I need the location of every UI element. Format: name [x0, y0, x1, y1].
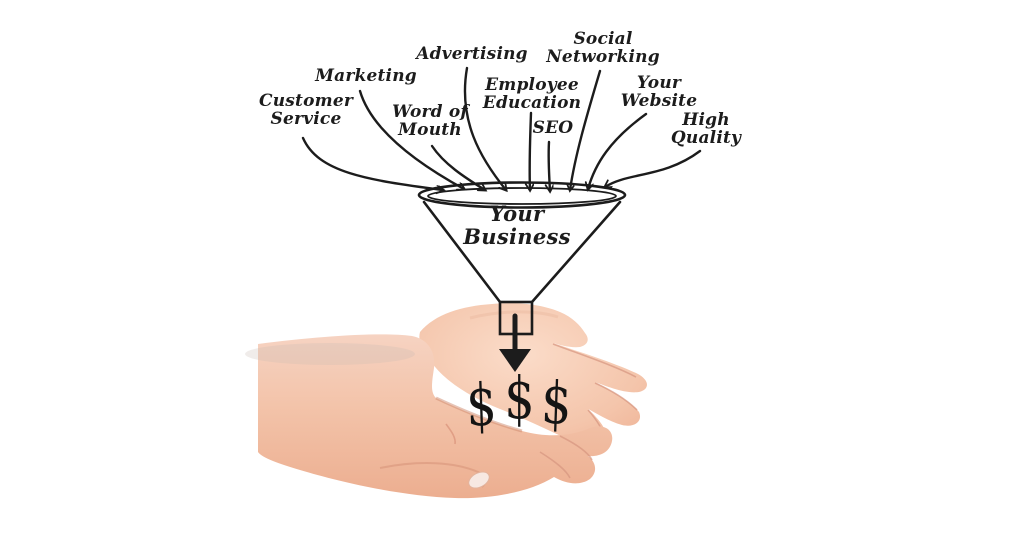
label-marketing: Marketing	[315, 66, 417, 86]
label-employee-education: Employee Education	[482, 75, 582, 113]
forearm-shadow	[245, 343, 415, 365]
label-high-quality: High Quality	[670, 110, 742, 148]
funnel-rim-inner	[427, 187, 617, 205]
curve-employee-education	[530, 111, 531, 190]
funnel-cone-left	[422, 200, 502, 304]
curve-advertising	[463, 66, 506, 190]
front-hand	[258, 334, 613, 499]
dollar-sign-3: $	[540, 368, 573, 438]
curve-word-of-mouth	[430, 144, 485, 190]
curve-seo	[549, 140, 550, 191]
label-advertising: Advertising	[416, 44, 528, 64]
label-your-website: Your Website	[620, 73, 698, 111]
front-hand-creases	[445, 423, 593, 479]
curve-social-networking	[570, 69, 602, 190]
output-arrow	[499, 313, 531, 372]
curve-customer-service	[301, 136, 443, 190]
dollar-sign-2: $	[504, 364, 535, 432]
funnel-rim-outer	[417, 181, 627, 209]
label-seo: SEO	[532, 118, 574, 138]
curve-marketing	[358, 89, 464, 189]
curve-high-quality	[605, 149, 702, 187]
cupped-hands-photo	[245, 303, 647, 499]
funnel-drawing	[301, 66, 702, 372]
label-word-of-mouth: Word of Mouth	[392, 102, 468, 140]
dollar-sign-1: $	[465, 370, 498, 440]
source-curves	[301, 66, 702, 191]
funnel-label: Your Business	[463, 201, 571, 249]
label-social-networking: Social Networking	[546, 29, 660, 67]
palm-overlap-shadow	[435, 396, 523, 433]
label-customer-service: Customer Service	[258, 91, 354, 129]
funnel-cone-right	[530, 200, 622, 304]
thumb-nail	[468, 471, 490, 489]
curve-your-website	[588, 112, 648, 189]
